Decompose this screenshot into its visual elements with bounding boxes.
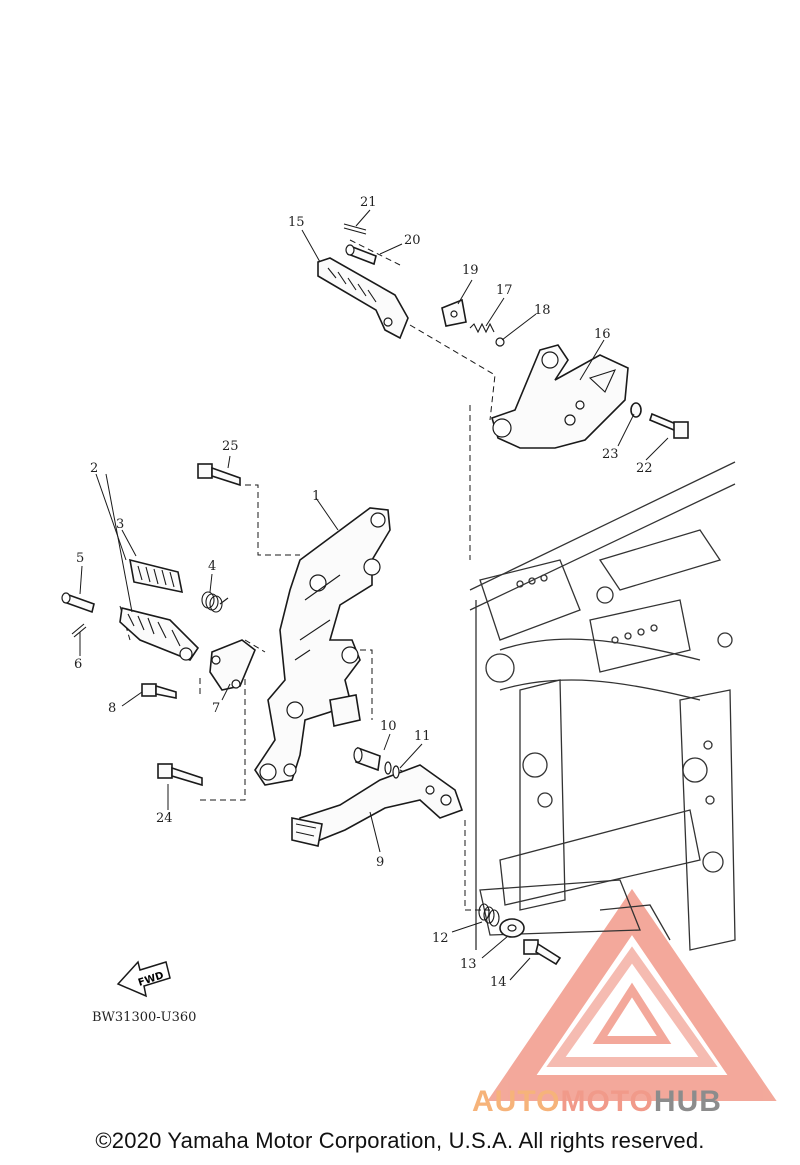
brand-part-moto: MOTO <box>560 1085 654 1118</box>
cotter-pin <box>71 623 87 638</box>
callout-22: 22 <box>636 461 653 476</box>
torsion-spring <box>201 591 229 613</box>
bolt-24 <box>157 763 203 787</box>
callout-25: 25 <box>222 439 239 454</box>
bolt-22 <box>649 412 689 439</box>
callout-5: 5 <box>76 551 84 566</box>
fwd-arrow-icon: FWD <box>116 960 171 998</box>
rear-footrest-bracket <box>491 344 629 449</box>
motorcycle-frame <box>469 461 736 951</box>
callout-16: 16 <box>594 327 611 342</box>
callout-7: 7 <box>212 701 220 716</box>
diagram-code: BW31300-U360 <box>92 1010 197 1025</box>
callout-19: 19 <box>462 263 479 278</box>
callout-20: 20 <box>404 233 421 248</box>
pin <box>61 592 95 614</box>
watermark-logo <box>487 888 777 1101</box>
callout-15: 15 <box>288 215 305 230</box>
cotter-pin-21 <box>343 223 367 235</box>
pin-20 <box>345 244 377 266</box>
callout-labels: 1 2 3 4 5 6 7 8 9 10 11 12 13 14 15 16 1… <box>74 195 653 990</box>
callout-8: 8 <box>108 701 116 716</box>
brand-part-hub: HUB <box>653 1085 722 1118</box>
bolt-8 <box>141 683 177 699</box>
callout-17: 17 <box>496 283 513 298</box>
washer-13 <box>499 918 525 938</box>
brand-part-auto: AUTO <box>472 1085 561 1118</box>
bolt-14 <box>523 939 562 966</box>
spring-17 <box>469 322 495 334</box>
callout-12: 12 <box>432 931 449 946</box>
plate-19 <box>441 298 467 327</box>
callout-9: 9 <box>376 855 384 870</box>
rear-footrest <box>317 257 409 340</box>
copyright-notice: ©2020 Yamaha Motor Corporation, U.S.A. A… <box>95 1128 705 1153</box>
callout-4: 4 <box>208 559 216 574</box>
callout-24: 24 <box>156 811 173 826</box>
collar <box>353 746 381 772</box>
callout-14: 14 <box>490 975 507 990</box>
brake-spring <box>478 903 500 927</box>
plate <box>209 639 256 691</box>
callout-13: 13 <box>460 957 477 972</box>
footrest-assembly <box>119 558 200 661</box>
callout-10: 10 <box>380 719 397 734</box>
callout-1: 1 <box>312 489 320 504</box>
brake-pedal <box>291 764 464 847</box>
callout-23: 23 <box>602 447 619 462</box>
leader-lines <box>79 209 669 981</box>
washer-23 <box>630 402 642 418</box>
bolt-25 <box>197 463 241 487</box>
callout-6: 6 <box>74 657 82 672</box>
callout-3: 3 <box>116 517 124 532</box>
callout-18: 18 <box>534 303 551 318</box>
callout-2: 2 <box>90 461 98 476</box>
callout-11: 11 <box>414 729 431 744</box>
washers <box>384 761 400 779</box>
callout-21: 21 <box>360 195 377 210</box>
footrest-bracket <box>254 507 391 786</box>
watermark-brand: AUTOMOTOHUB <box>472 1085 722 1119</box>
